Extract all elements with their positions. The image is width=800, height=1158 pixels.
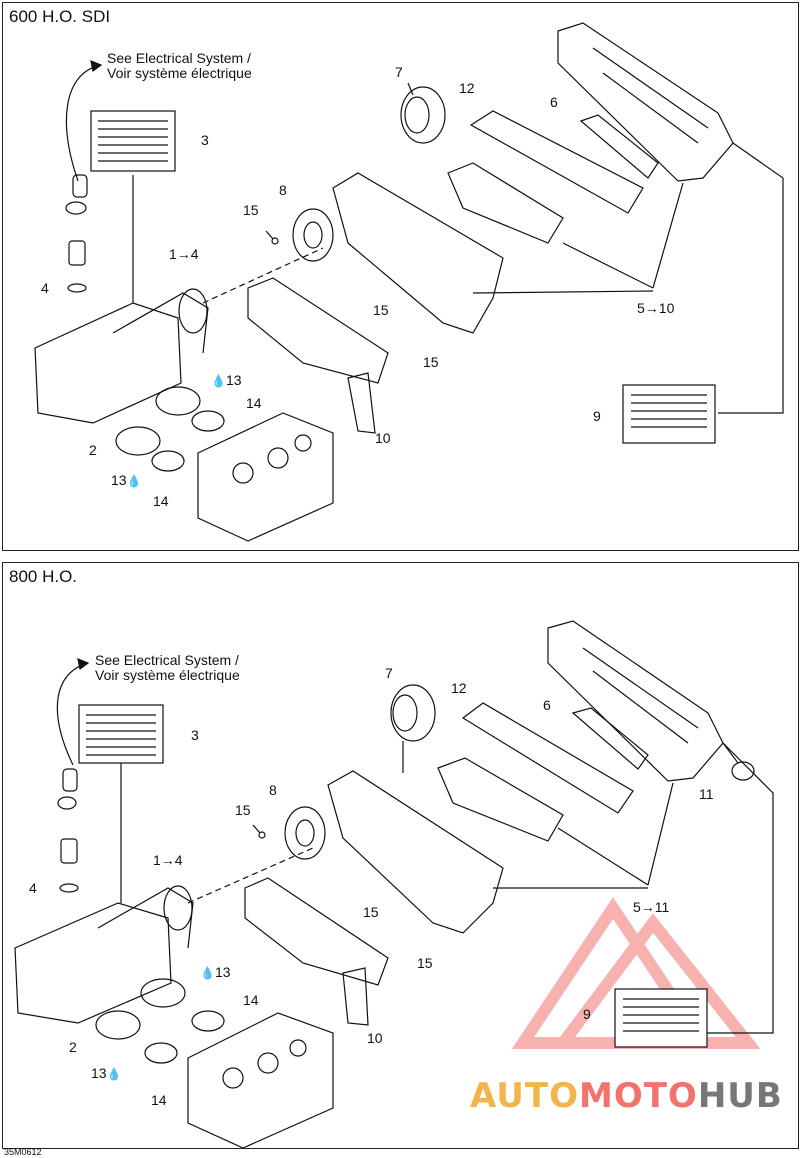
callout-6: 6 — [550, 94, 558, 110]
sleeve — [155, 386, 201, 416]
electrical-note: See Electrical System / Voir système éle… — [107, 51, 252, 81]
electrical-note-line2: Voir système électrique — [95, 667, 240, 683]
grommet-8 — [292, 208, 334, 262]
clamp-14 — [151, 450, 185, 472]
caution-label-3 — [90, 110, 176, 172]
callout-13-lower: 13💧 — [111, 472, 142, 488]
port-7 — [390, 684, 436, 742]
caution-label-3 — [78, 704, 164, 764]
callout-6: 6 — [543, 697, 551, 713]
callout-8: 8 — [269, 782, 277, 798]
filter-tray — [437, 757, 564, 842]
filter-tray — [447, 162, 564, 244]
drop-icon: 💧 — [200, 966, 215, 980]
clamp-14b — [191, 410, 225, 432]
callout-10: 10 — [375, 430, 391, 446]
callout-14-upper: 14 — [243, 992, 259, 1008]
callout-15-a: 15 — [243, 202, 259, 218]
callout-15-b: 15 — [373, 302, 389, 318]
caution-label-9 — [622, 384, 716, 444]
document-id: 35M0612 — [4, 1147, 42, 1157]
callout-14-upper: 14 — [246, 395, 262, 411]
lower-housing — [327, 770, 504, 934]
upper-housing — [557, 22, 734, 182]
drop-icon: 💧 — [106, 1067, 122, 1081]
caution-label-9 — [614, 988, 708, 1048]
watermark-text: AUTOMOTOHUB — [470, 1076, 783, 1116]
cover-10 — [247, 277, 389, 384]
callout-4: 4 — [29, 880, 37, 896]
port-7 — [400, 86, 446, 144]
callout-5-to-10: 5→10 — [637, 300, 675, 316]
callout-7: 7 — [385, 665, 393, 681]
diagram-panel-800-ho: 800 H.O. See Electrical System / Voir sy… — [2, 562, 799, 1149]
clamp-14 — [144, 1042, 178, 1064]
callout-7: 7 — [395, 64, 403, 80]
electrical-arrow — [56, 662, 89, 766]
callout-2: 2 — [69, 1039, 77, 1055]
electrical-note-line1: See Electrical System / — [95, 652, 239, 668]
callout-15-c: 15 — [423, 354, 439, 370]
callout-3: 3 — [191, 727, 199, 743]
drop-icon: 💧 — [126, 474, 142, 488]
upper-housing — [547, 620, 724, 782]
filter-12 — [461, 702, 634, 814]
foam-6 — [571, 707, 649, 770]
clamp-14b — [191, 1010, 225, 1032]
callout-9: 9 — [593, 408, 601, 424]
callout-1-to-4: 1→4 — [153, 852, 183, 868]
foam-6 — [579, 114, 659, 179]
silencer-housing — [34, 302, 182, 424]
callout-10: 10 — [367, 1030, 383, 1046]
callout-15-c: 15 — [417, 955, 433, 971]
electrical-note-line1: See Electrical System / — [107, 50, 251, 66]
cover-10 — [244, 877, 389, 986]
callout-13-lower: 13💧 — [91, 1065, 122, 1081]
callout-2: 2 — [89, 442, 97, 458]
drop-icon: 💧 — [211, 374, 226, 388]
sleeve — [140, 978, 186, 1008]
callout-13-upper: 💧13 — [200, 964, 231, 980]
panel-title: 600 H.O. SDI — [9, 7, 111, 26]
sleeve-2 — [95, 1010, 141, 1040]
callout-11: 11 — [699, 786, 714, 802]
panel-title: 800 H.O. — [9, 567, 78, 586]
plug-11 — [731, 761, 755, 781]
engine-block — [197, 412, 334, 542]
callout-12: 12 — [459, 80, 475, 96]
silencer-housing — [14, 902, 172, 1024]
callout-13-upper: 💧13 — [211, 372, 242, 388]
electrical-note: See Electrical System / Voir système éle… — [95, 653, 240, 683]
callout-8: 8 — [279, 182, 287, 198]
callout-14-lower: 14 — [153, 493, 169, 509]
callout-3: 3 — [201, 132, 209, 148]
diagram-panel-600-ho-sdi: 600 H.O. SDI See Electrical System / Voi… — [2, 2, 799, 551]
exploded-view-drawing — [14, 620, 774, 1148]
electrical-note-line2: Voir système électrique — [107, 65, 252, 81]
callout-15-a: 15 — [235, 802, 251, 818]
exploded-view-drawing — [34, 22, 784, 542]
electrical-arrow — [65, 64, 102, 182]
callout-12: 12 — [451, 680, 467, 696]
callout-9: 9 — [583, 1006, 591, 1022]
filter-12 — [469, 110, 644, 214]
callout-14-lower: 14 — [151, 1092, 167, 1108]
callout-1-to-4: 1→4 — [169, 246, 199, 262]
callout-4: 4 — [41, 280, 49, 296]
lower-housing — [332, 172, 504, 334]
callout-15-b: 15 — [363, 904, 379, 920]
callout-5-to-11: 5→11 — [633, 899, 670, 915]
sleeve-2 — [115, 426, 161, 456]
grommet-8 — [284, 806, 326, 860]
engine-block — [187, 1012, 334, 1148]
